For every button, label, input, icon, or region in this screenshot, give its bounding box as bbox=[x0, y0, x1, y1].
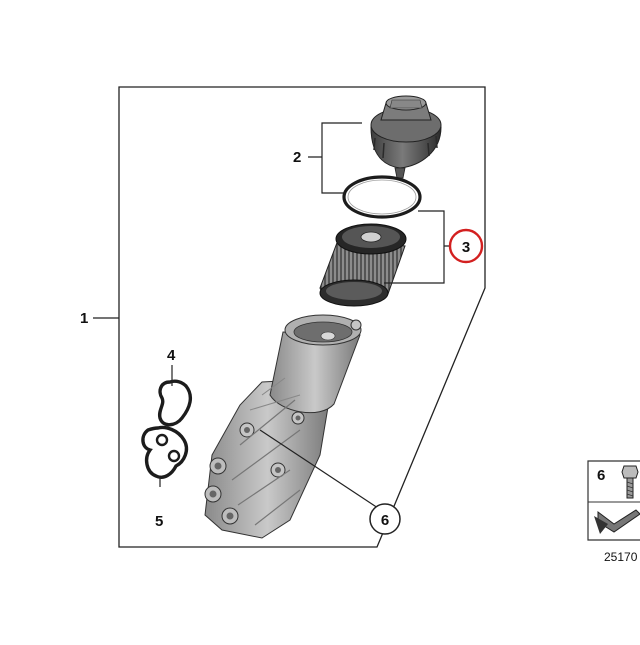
leader-2-bracket bbox=[308, 122, 362, 194]
callout-4: 4 bbox=[167, 347, 176, 364]
o-ring-seal bbox=[342, 175, 422, 219]
legend-panel: 6 bbox=[587, 460, 640, 541]
gasket-4 bbox=[157, 379, 193, 427]
oil-filter-housing bbox=[204, 314, 362, 539]
callout-1: 1 bbox=[80, 310, 88, 327]
callout-3-highlight-ring bbox=[448, 228, 484, 264]
filter-element bbox=[319, 223, 407, 307]
gasket-5 bbox=[141, 425, 189, 479]
leader-6 bbox=[259, 429, 385, 513]
legend-number: 6 bbox=[597, 467, 605, 484]
assembly-frame bbox=[118, 86, 486, 548]
oil-filter-cap bbox=[370, 95, 442, 179]
diagram-reference-number: 25170 bbox=[604, 550, 638, 564]
callout-2: 2 bbox=[293, 149, 301, 166]
arrow-icon bbox=[594, 509, 640, 534]
callout-6: 6 bbox=[381, 512, 389, 529]
callout-3: 3 bbox=[462, 239, 470, 256]
bolt-icon bbox=[621, 465, 639, 499]
callout-6-ring bbox=[369, 503, 401, 535]
callout-5: 5 bbox=[155, 513, 163, 530]
